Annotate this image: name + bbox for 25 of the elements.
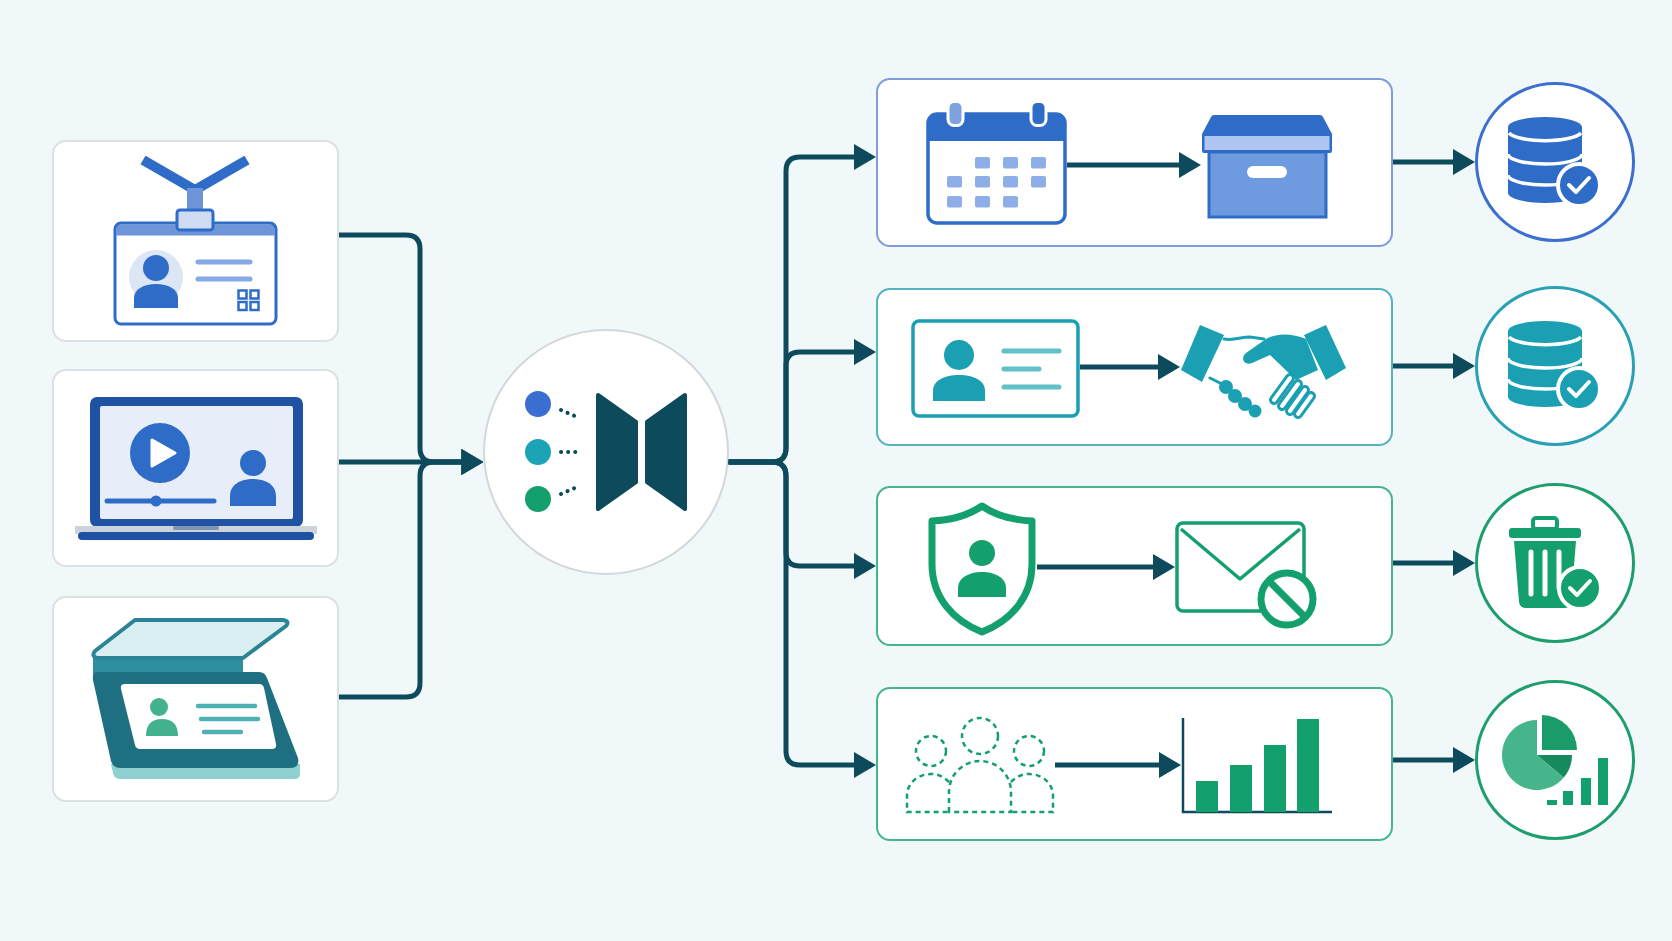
image-card <box>52 596 339 802</box>
shield-user-icon <box>927 502 1037 636</box>
handshake-icon <box>1180 324 1347 422</box>
arrow <box>1055 752 1181 778</box>
id-card-icon <box>911 319 1080 418</box>
envelope-blocked-icon <box>1175 521 1319 629</box>
arrow <box>1393 353 1475 379</box>
arrow <box>1067 152 1201 178</box>
arrow <box>1037 554 1175 580</box>
arrow <box>1393 149 1475 175</box>
process-panel <box>876 288 1393 446</box>
people-group-icon <box>905 716 1055 814</box>
process-panel <box>876 78 1393 247</box>
arrow <box>728 459 876 778</box>
arrow <box>1080 354 1180 380</box>
process-panel <box>876 486 1393 646</box>
archive-box-icon <box>1201 113 1333 219</box>
image-card <box>52 140 339 342</box>
image-card <box>52 369 339 567</box>
bar-chart-icon <box>1181 718 1333 814</box>
arrow <box>339 449 484 700</box>
process-panel <box>876 687 1393 841</box>
arrow <box>1393 550 1475 576</box>
calendar-icon <box>926 100 1067 225</box>
arrow <box>1393 747 1475 773</box>
